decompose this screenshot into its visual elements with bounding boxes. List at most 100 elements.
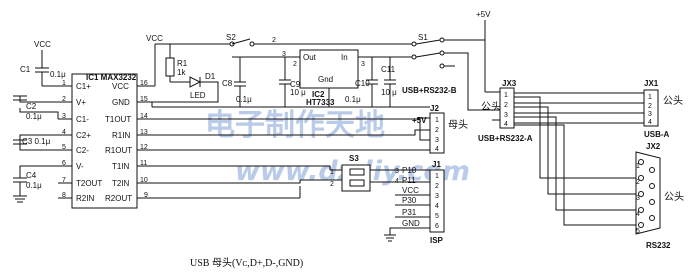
j1-net: VCC xyxy=(402,186,419,195)
jx1-pin: 4 xyxy=(648,119,652,126)
c9-label: C9 xyxy=(290,80,301,89)
jx3-label: JX3 xyxy=(502,79,517,88)
s3-pin: 1 xyxy=(330,169,334,176)
ic1-pin-num: 1 xyxy=(62,80,66,87)
ic1-pin-num: 9 xyxy=(144,192,148,199)
cap-c3: C3 0.1μ xyxy=(13,134,58,151)
connector-j1: J1 1 2 3 4 5 6 ISP 3 4 P10 P11 VCC P30 P… xyxy=(384,160,445,245)
r1-value: 1k xyxy=(177,68,186,77)
regulator-ic2: Out In Gnd 2 3 IC2 HT7333 xyxy=(293,49,400,107)
jx2-rs232-label: RS232 xyxy=(646,241,671,250)
ic1-pin-name: R2OUT xyxy=(105,194,132,203)
vcc-rail: VCC xyxy=(146,34,232,103)
ic1-pin-name: R1OUT xyxy=(105,146,132,155)
led-d1: D1 LED xyxy=(170,72,219,103)
connector-jx1: JX1 1 2 3 4 公头 USB-A xyxy=(514,79,683,139)
cap-c8: C8 0.1μ xyxy=(222,57,252,107)
jx2-label: JX2 xyxy=(646,142,661,151)
s3-label: S3 xyxy=(349,154,359,163)
j1-net: P11 xyxy=(402,176,416,185)
ic1-pin-name: C2+ xyxy=(76,131,91,140)
ic1-pin-num: 15 xyxy=(140,96,148,103)
c11-label: C11 xyxy=(381,65,396,74)
j2-pin: 4 xyxy=(435,146,439,153)
jx2-pin: 1 xyxy=(636,163,640,170)
c4-value: 0.1μ xyxy=(26,181,42,190)
ic1-pin-name: R1IN xyxy=(112,131,130,140)
ic1-pin-name: V+ xyxy=(76,98,86,107)
j1-net: P30 xyxy=(402,196,417,205)
switch-s2: S2 2 3 xyxy=(226,33,400,58)
jx3-pin: 4 xyxy=(504,121,508,128)
jx3-title: 公头 xyxy=(481,101,501,113)
c1-value: 0.1μ xyxy=(50,70,66,79)
j1-net-pinnum: 3 xyxy=(395,168,399,175)
j2-label: J2 xyxy=(430,104,439,113)
c2-label: C2 xyxy=(26,102,37,111)
c11-value: 10 μ xyxy=(381,88,397,97)
ic1-pin-num: 12 xyxy=(140,144,148,151)
s2-pin: 2 xyxy=(272,37,276,44)
ic1-pin-name: T2IN xyxy=(112,179,130,188)
c4-label: C4 xyxy=(26,171,37,180)
ic1-body xyxy=(71,73,138,209)
ic1-pin-num: 16 xyxy=(140,80,148,87)
ic1-pin-num: 8 xyxy=(62,192,66,199)
switch-s3: S3 1 2 xyxy=(299,154,430,198)
plus5v-label: +5V xyxy=(476,10,491,19)
jx2-pin: 4 xyxy=(636,211,640,218)
jx2-pin: 2 xyxy=(636,179,640,186)
caption: USB 母头(Vᴄ,D+,D-,GND) xyxy=(190,257,303,269)
ic1-pin-name: T1OUT xyxy=(105,115,131,124)
c8-value: 0.1μ xyxy=(236,95,252,104)
j1-pin: 6 xyxy=(435,223,439,230)
j1-net: GND xyxy=(402,219,420,228)
ic1-pin-num: 10 xyxy=(140,177,148,184)
connector-jx2: JX2 1 2 3 4 5 公头 RS232 xyxy=(514,96,684,250)
s2-pin: 3 xyxy=(282,51,286,58)
ic2-pin: 2 xyxy=(293,61,297,68)
ic1-pin-name: T1IN xyxy=(112,162,130,171)
s3-pin: 2 xyxy=(330,181,334,188)
j1-label: J1 xyxy=(432,160,441,169)
ic1-pin-name: C1+ xyxy=(76,82,91,91)
ic1-pin-num: 2 xyxy=(62,96,66,103)
jx1-pin: 3 xyxy=(648,111,652,118)
j1-net-pinnum: 4 xyxy=(395,178,399,185)
j2-pin: 2 xyxy=(435,127,439,134)
c10-value: 0.1μ xyxy=(345,95,361,104)
ic2-pin: 3 xyxy=(361,61,365,68)
s1-label: S1 xyxy=(418,33,428,42)
ic1-pin-num: 7 xyxy=(62,177,66,184)
connector-jx3: JX3 1 2 3 4 公头 USB+RS232-A xyxy=(478,79,533,143)
switch-s1: S1 +5V xyxy=(400,10,500,111)
ic1-pin-num: 6 xyxy=(62,160,66,167)
vcc-label: VCC xyxy=(146,34,163,43)
j2-pin: 3 xyxy=(435,137,439,144)
j2-pin: 1 xyxy=(435,117,439,124)
ic2-gnd: Gnd xyxy=(318,75,333,84)
ic1-pin-name: V- xyxy=(76,162,84,171)
c9-value: 10 μ xyxy=(290,88,306,97)
j1-pin: 5 xyxy=(435,213,439,220)
jx1-pin: 1 xyxy=(648,94,652,101)
ic2-out: Out xyxy=(303,53,317,62)
ic1-pin-num: 13 xyxy=(140,129,148,136)
ic1-pin-num: 11 xyxy=(140,160,147,167)
ic1-pin-num: 14 xyxy=(140,113,148,120)
usb-rs232-a-label: USB+RS232-A xyxy=(478,134,533,143)
vcc-label: VCC xyxy=(34,40,51,49)
ic1-pin-num: 5 xyxy=(62,144,66,151)
ic2-in: In xyxy=(341,53,348,62)
c10-label: C10 xyxy=(355,79,370,88)
ic1-pin-name: C2- xyxy=(76,146,89,155)
j2-title: 母头 xyxy=(448,119,468,131)
cap-c10: C10 0.1μ xyxy=(345,57,378,107)
j1-net: P31 xyxy=(402,208,417,217)
ic2-part: HT7333 xyxy=(306,98,335,107)
jx3-pin: 2 xyxy=(504,102,508,109)
ic1-pin-name: R2IN xyxy=(76,194,94,203)
c1-label: C1 xyxy=(20,65,31,74)
jx2-pin: 3 xyxy=(636,195,640,202)
usb-rs232-b-label: USB+RS232-B xyxy=(402,86,457,95)
